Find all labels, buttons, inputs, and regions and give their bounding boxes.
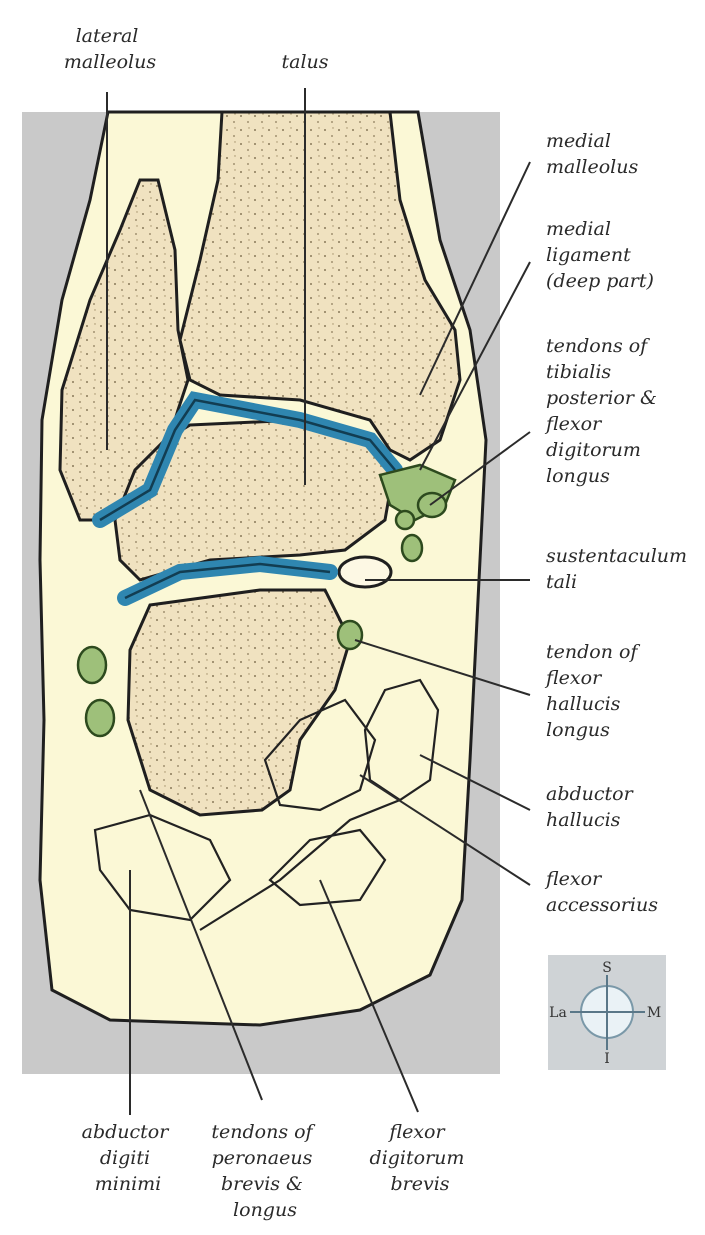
label-line: medial [546,218,611,240]
label-lateral-malleolus: lateral malleolus [64,25,156,73]
label-abductor-digiti-minimi: abductor digiti minimi [82,1121,175,1195]
label-medial-ligament: medial ligament (deep part) [546,218,654,292]
label-line: hallucis [546,693,621,715]
label-line: flexor [544,413,603,435]
sustentaculum-tali-bone [339,557,391,587]
label-sustentaculum-tali: sustentaculum tali [546,545,693,593]
label-line: lateral [76,25,139,47]
label-medial-malleolus: medial malleolus [546,130,638,178]
label-flexor-accessorius: flexor accessorius [544,868,658,916]
compass-bottom-label: I [604,1051,610,1067]
label-line: longus [546,465,610,487]
label-line: (deep part) [546,270,654,292]
tendon-small-1 [396,511,414,529]
label-tendons-tibialis-fdl: tendons of tibialis posterior & flexor d… [544,335,663,487]
tendon-small-2 [402,535,422,561]
label-tendons-peronaeus: tendons of peronaeus brevis & longus [211,1121,318,1221]
flexor-hallucis-longus-tendon [338,621,362,649]
label-line: tendon of [546,641,640,663]
peronaeus-longus-tendon [86,700,114,736]
label-line: posterior & [546,387,657,409]
label-line: flexor [544,868,603,890]
label-line: abductor [546,783,635,805]
label-line: tendons of [211,1121,315,1143]
label-line: tali [546,571,577,593]
label-line: longus [233,1199,297,1221]
label-abductor-hallucis: abductor hallucis [546,783,639,831]
label-line: brevis & [221,1173,303,1195]
compass-top-label: S [602,960,612,976]
label-line: malleolus [546,156,638,178]
compass-left-label: La [549,1005,567,1021]
label-line: flexor [544,667,603,689]
label-line: tibialis [546,361,611,383]
label-line: brevis [390,1173,449,1195]
peronaeus-brevis-tendon [78,647,106,683]
label-line: tendons of [546,335,650,357]
label-line: digitorum [546,439,641,461]
label-talus: talus [281,51,328,73]
label-line: malleolus [64,51,156,73]
label-line: accessorius [546,894,658,916]
label-line: abductor [82,1121,171,1143]
label-line: talus [281,51,328,73]
label-line: digiti [100,1147,150,1169]
label-line: peronaeus [212,1147,313,1169]
orientation-compass: S La M I [548,955,666,1070]
compass-right-label: M [647,1005,661,1021]
label-line: sustentaculum [546,545,687,567]
label-line: ligament [546,244,631,266]
label-line: digitorum [370,1147,465,1169]
label-line: longus [546,719,610,741]
label-tendon-fhl: tendon of flexor hallucis longus [544,641,644,741]
label-line: minimi [95,1173,162,1195]
label-line: flexor [387,1121,446,1143]
label-line: hallucis [546,809,621,831]
label-line: medial [546,130,611,152]
label-flexor-digitorum-brevis: flexor digitorum brevis [370,1121,471,1195]
